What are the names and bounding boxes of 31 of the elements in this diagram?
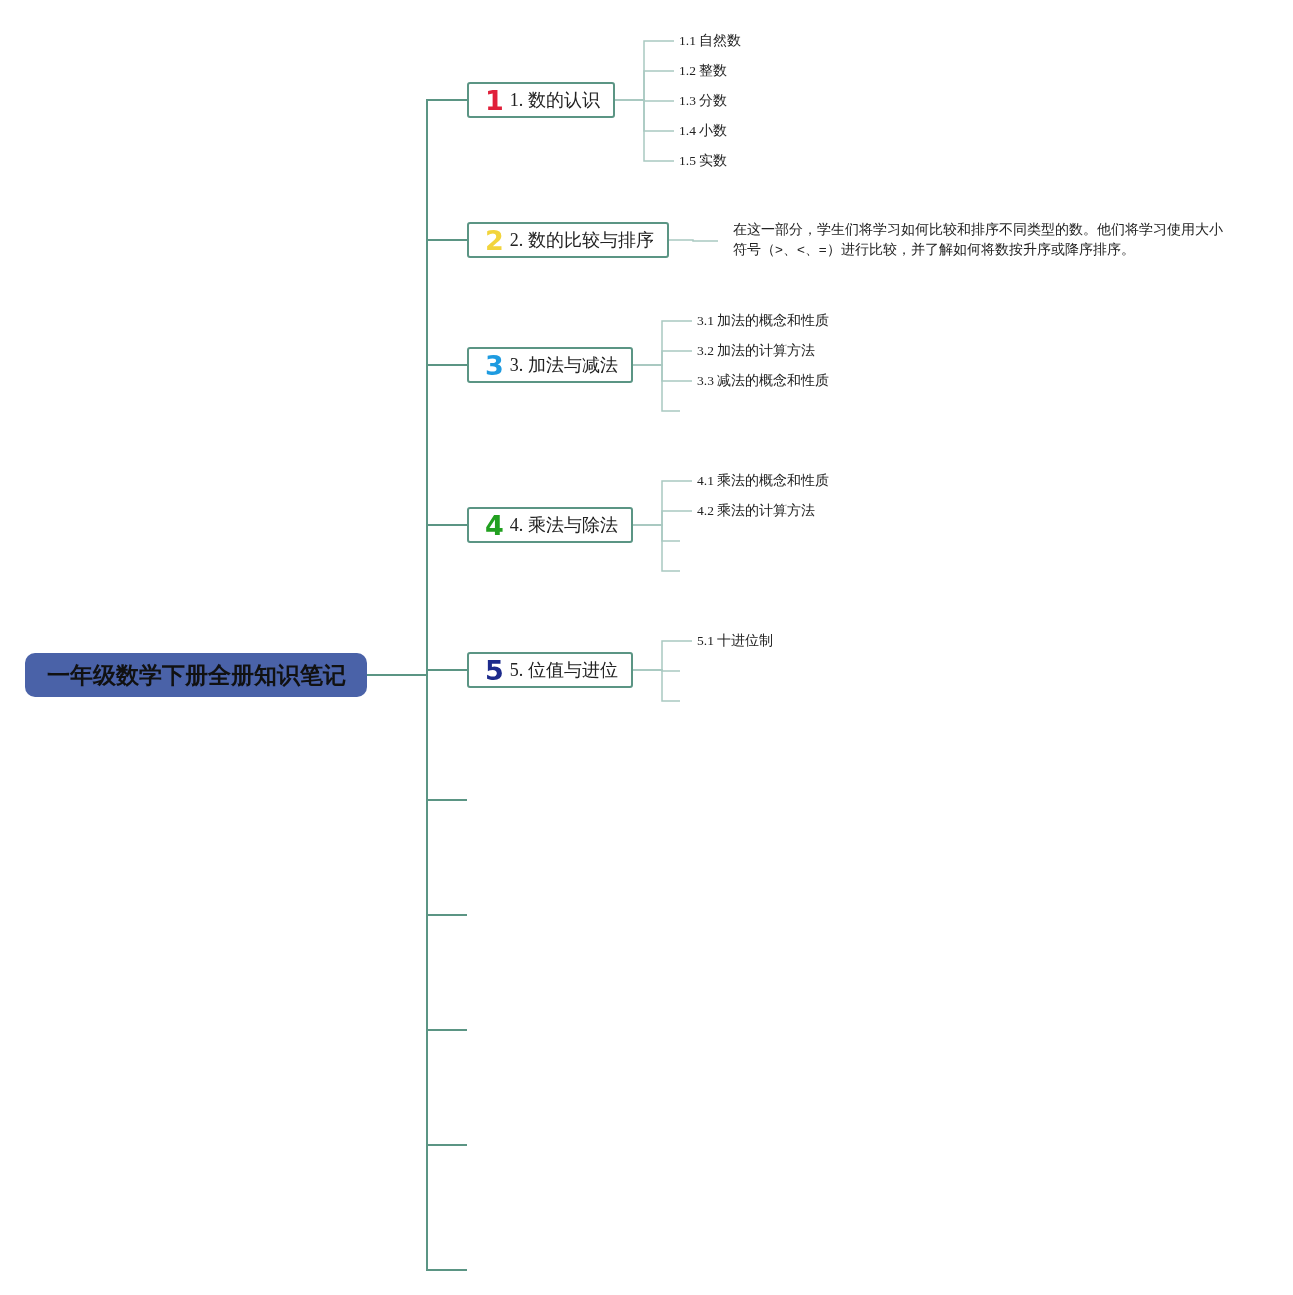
topic-number: 1 [485,86,504,114]
branch-text: 1.2 整数 [674,62,764,80]
branch-text: 3.1 加法的概念和性质 [692,312,842,330]
branch-text: 4.1 乘法的概念和性质 [692,472,842,490]
connector-line [668,239,719,242]
topic-title: 4. 乘法与除法 [509,514,618,537]
branch-text: 1.1 自然数 [674,32,764,50]
branch-text: 1.4 小数 [674,122,764,140]
topic-title: 3. 加法与减法 [509,354,618,377]
topic-title: 5. 位值与进位 [509,659,618,682]
note-text: 在这一部分，学生们将学习如何比较和排序不同类型的数。他们将学习使用大小符号（>、<、=）进行比较，并了解如何将数按升序或降序排序。 [718,220,1228,262]
topic-box [467,507,633,543]
topic-box [467,652,633,688]
branch-text: 4.2 乘法的计算方法 [692,502,842,520]
connector-line [632,524,681,572]
topic-title: 2. 数的比较与排序 [509,229,654,252]
branch-text: 1.5 实数 [674,152,764,170]
topic-box [467,347,633,383]
topic-number: 5 [485,656,504,684]
branch-text: 3.2 加法的计算方法 [692,342,842,360]
topic-box [467,82,615,118]
branch-text: 1.3 分数 [674,92,764,110]
topic-box [467,222,669,258]
topic-number: 2 [485,226,504,254]
root-topic-box: 一年级数学下册全册知识笔记 [25,653,367,697]
topic-title: 1. 数的认识 [509,89,600,112]
topic-number: 4 [485,511,504,539]
branch-text: 5.1 十进位制 [692,632,802,650]
topic-number: 3 [485,351,504,379]
connector-line [632,364,681,412]
branch-text: 3.3 减法的概念和性质 [692,372,842,390]
